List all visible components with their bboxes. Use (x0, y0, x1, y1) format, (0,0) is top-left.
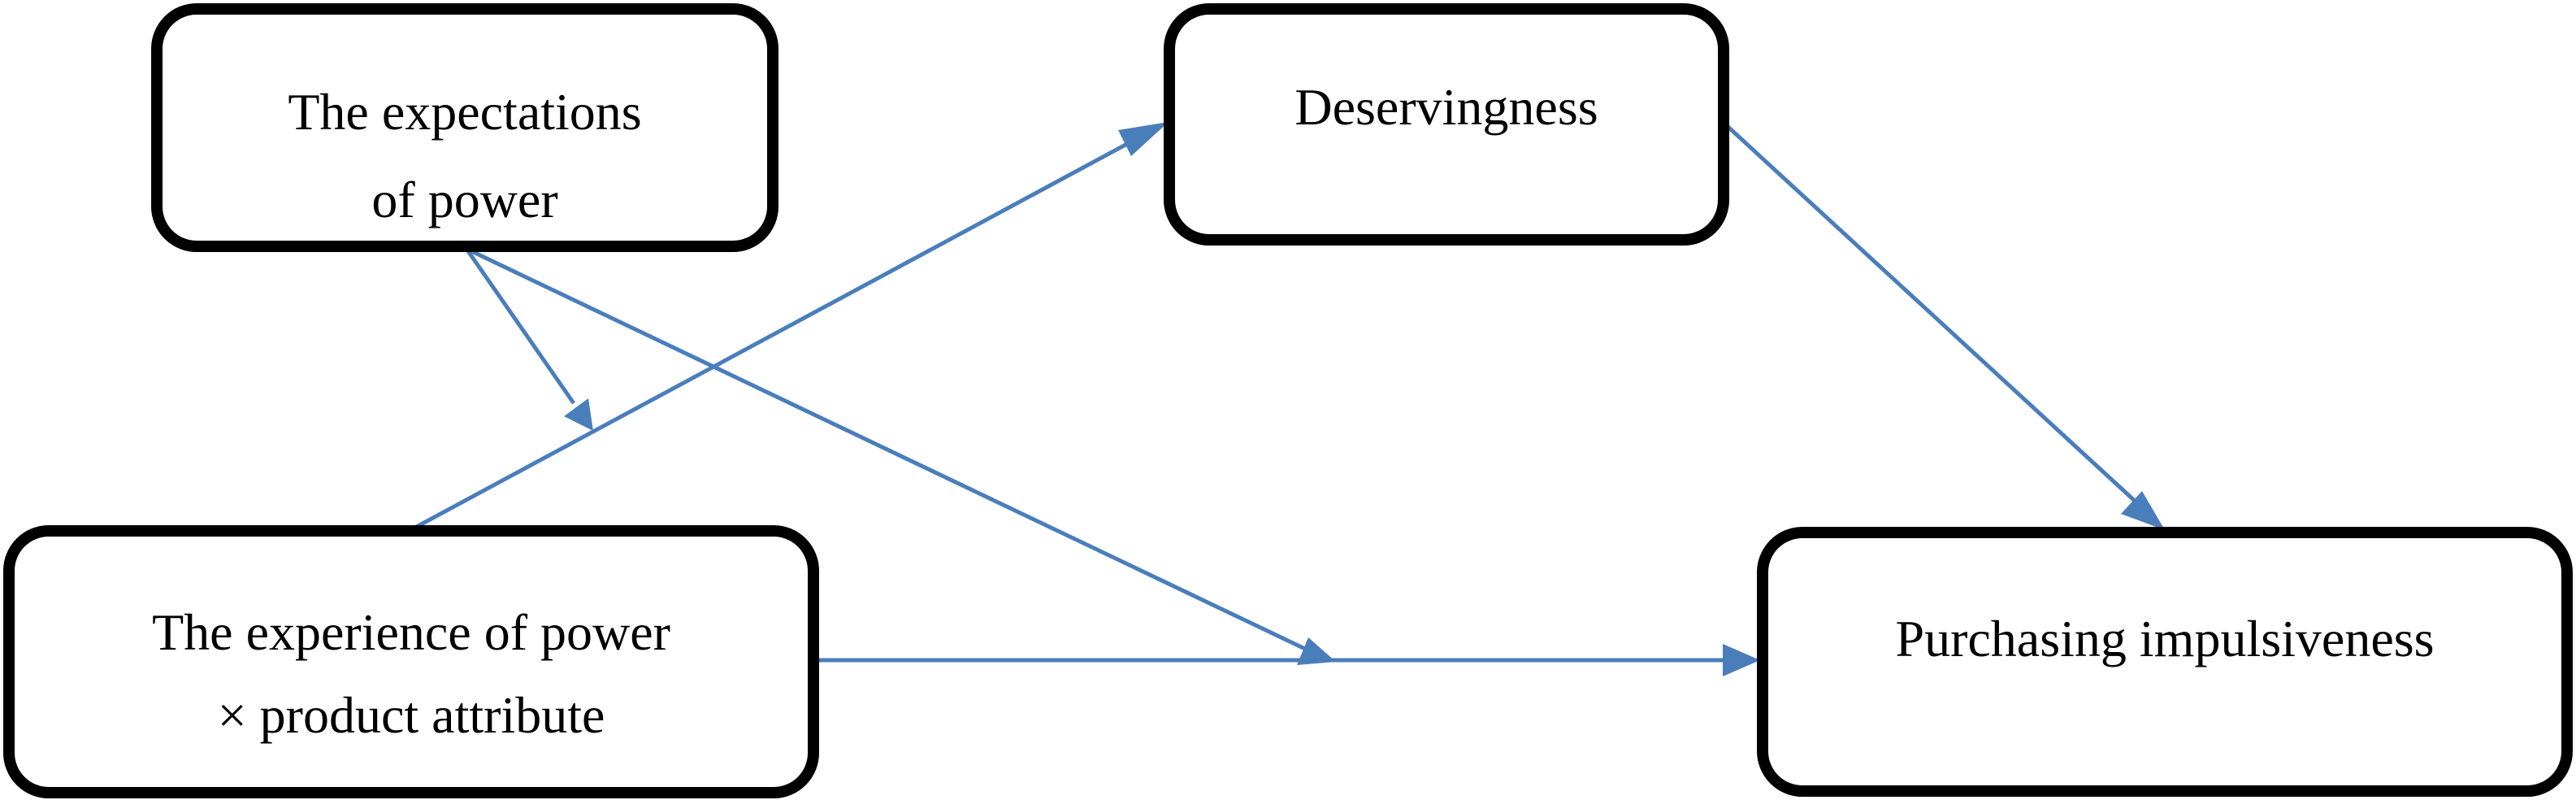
node-deservingness: Deservingness (1164, 3, 1729, 246)
arrowhead-deservingness (1118, 122, 1169, 156)
node-purchasing-impulsiveness: Purchasing impulsiveness (1757, 527, 2573, 797)
arrowhead-moderation-direct-path (1297, 637, 1336, 665)
node-experience-of-power: The experience of power × product attrib… (3, 525, 819, 798)
node-expectations-of-power: The expectations of power (151, 3, 778, 252)
node-experience-line2: × product attribute (217, 686, 605, 744)
node-expectations-line2: of power (371, 171, 558, 228)
arrow-experience-to-deservingness (409, 136, 1139, 533)
arrowhead-impulsiveness-top (2121, 491, 2165, 530)
arrowhead-impulsiveness-left (1723, 644, 1760, 676)
arrowhead-moderation-path-a (564, 398, 593, 431)
arrow-expectations-moderates-path-a (464, 247, 576, 405)
arrow-expectations-moderates-direct-path (465, 246, 1310, 653)
node-deservingness-label: Deservingness (1295, 78, 1598, 136)
arrow-deservingness-to-impulsiveness (1721, 120, 2147, 512)
node-expectations-line1: The expectations (288, 83, 642, 141)
node-experience-line1: The experience of power (152, 603, 670, 661)
node-impulsiveness-label: Purchasing impulsiveness (1895, 610, 2435, 667)
